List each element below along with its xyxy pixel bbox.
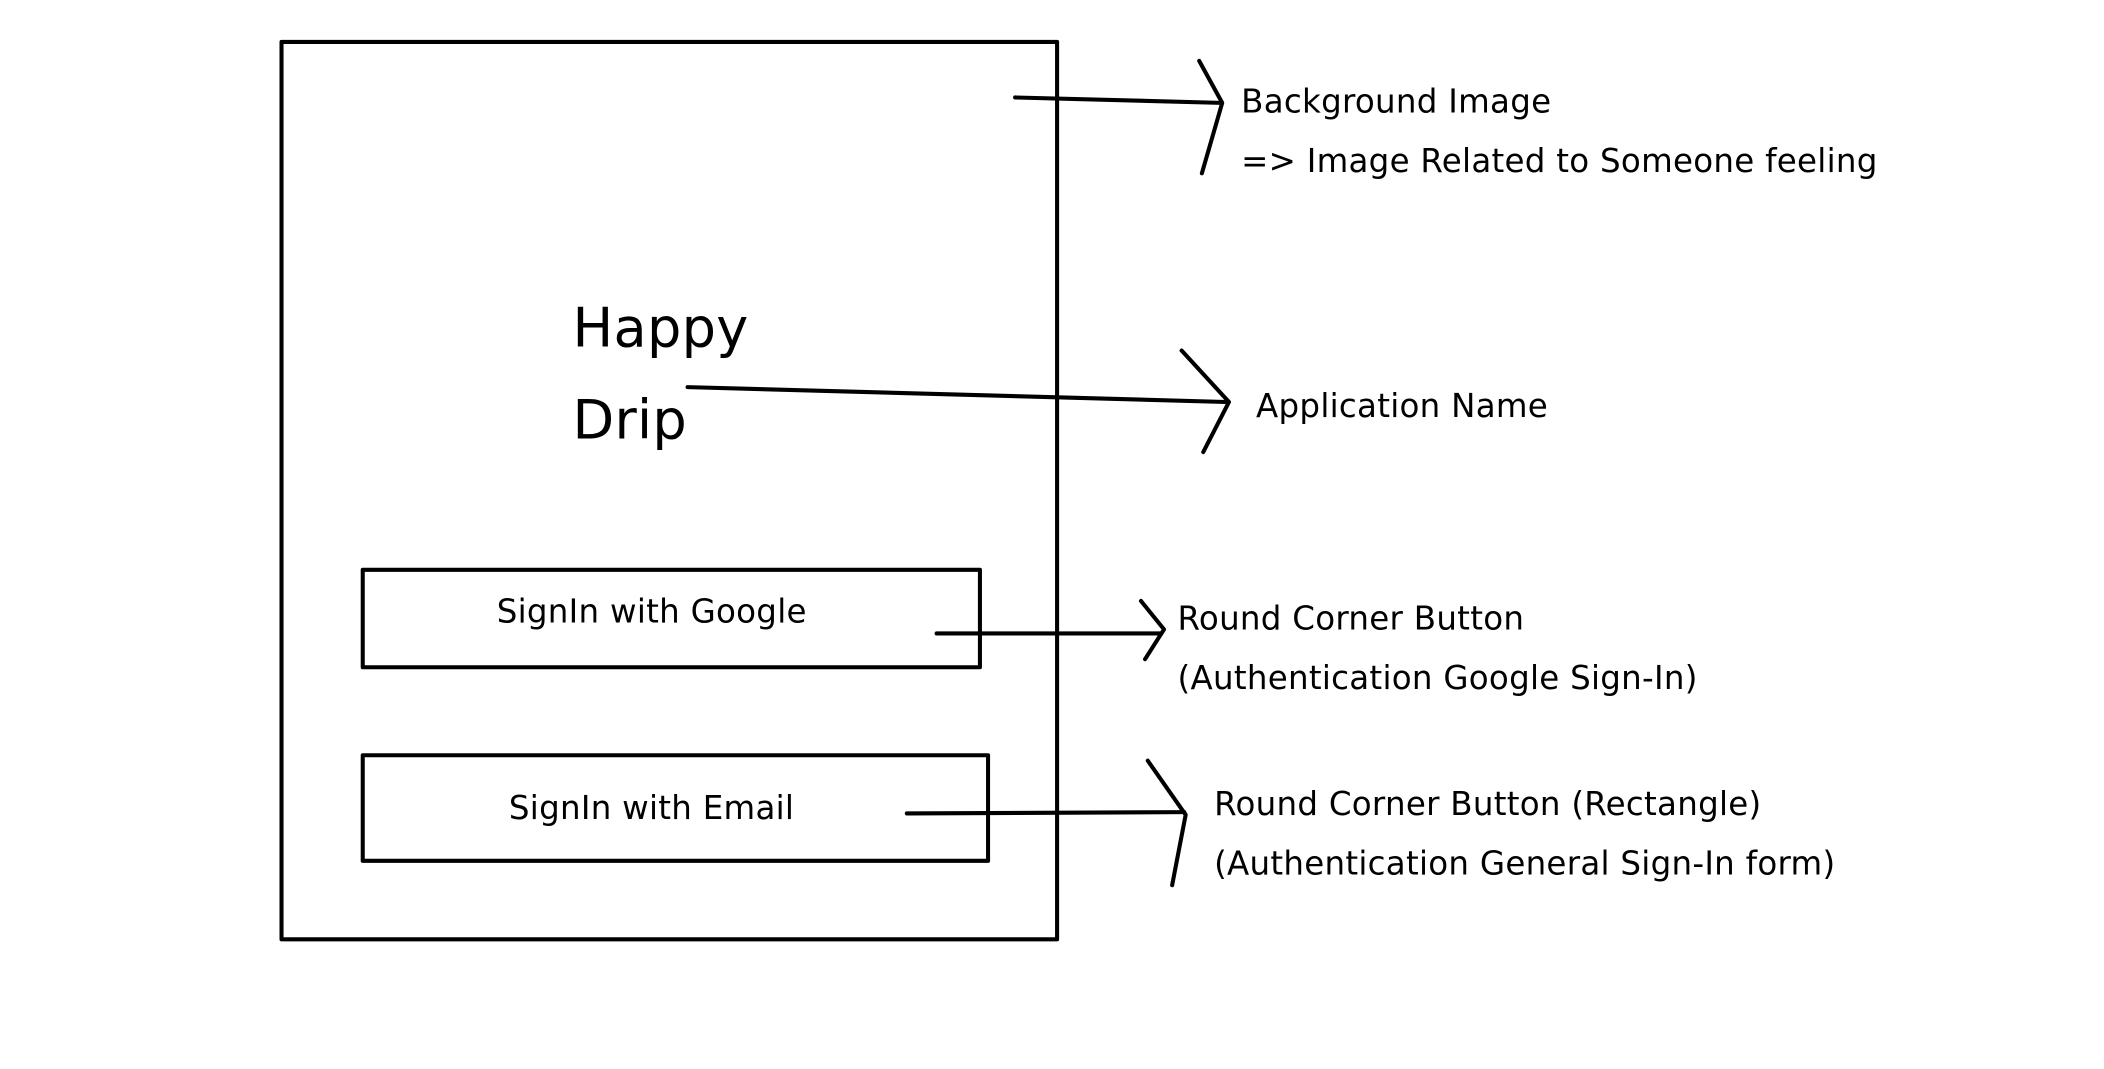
app-name-line-2: Drip (572, 389, 687, 453)
email-arrow-shaft (904, 810, 1187, 816)
google-arrow-head (1138, 598, 1167, 662)
app-name-line-1: Happy (572, 297, 749, 361)
app-name-arrow-shaft (685, 385, 1229, 405)
email-button-note-line-1: Round Corner Button (Rectangle) (1214, 785, 1762, 823)
google-signin-button-label: SignIn with Google (496, 592, 807, 631)
app-name-arrow-head (1179, 348, 1232, 455)
email-button-outline (360, 753, 991, 863)
google-button-note-line-1: Round Corner Button (1177, 599, 1525, 638)
google-button-note-line-2: (Authentication Google Sign-In) (1177, 659, 1698, 698)
google-button-outline (360, 567, 982, 670)
email-signin-button-label: SignIn with Email (508, 789, 795, 827)
email-arrow-head (1145, 758, 1188, 888)
email-button-note-line-2: (Authentication General Sign-In form) (1214, 844, 1836, 883)
background-note-line-1: Background Image (1241, 82, 1552, 121)
phone-frame (279, 39, 1060, 942)
background-note-line-2: => Image Related to Someone feeling (1241, 142, 1878, 181)
background-arrow-head (1197, 58, 1225, 176)
background-arrow-shaft (1013, 95, 1223, 105)
app-name-note: Application Name (1256, 387, 1549, 425)
